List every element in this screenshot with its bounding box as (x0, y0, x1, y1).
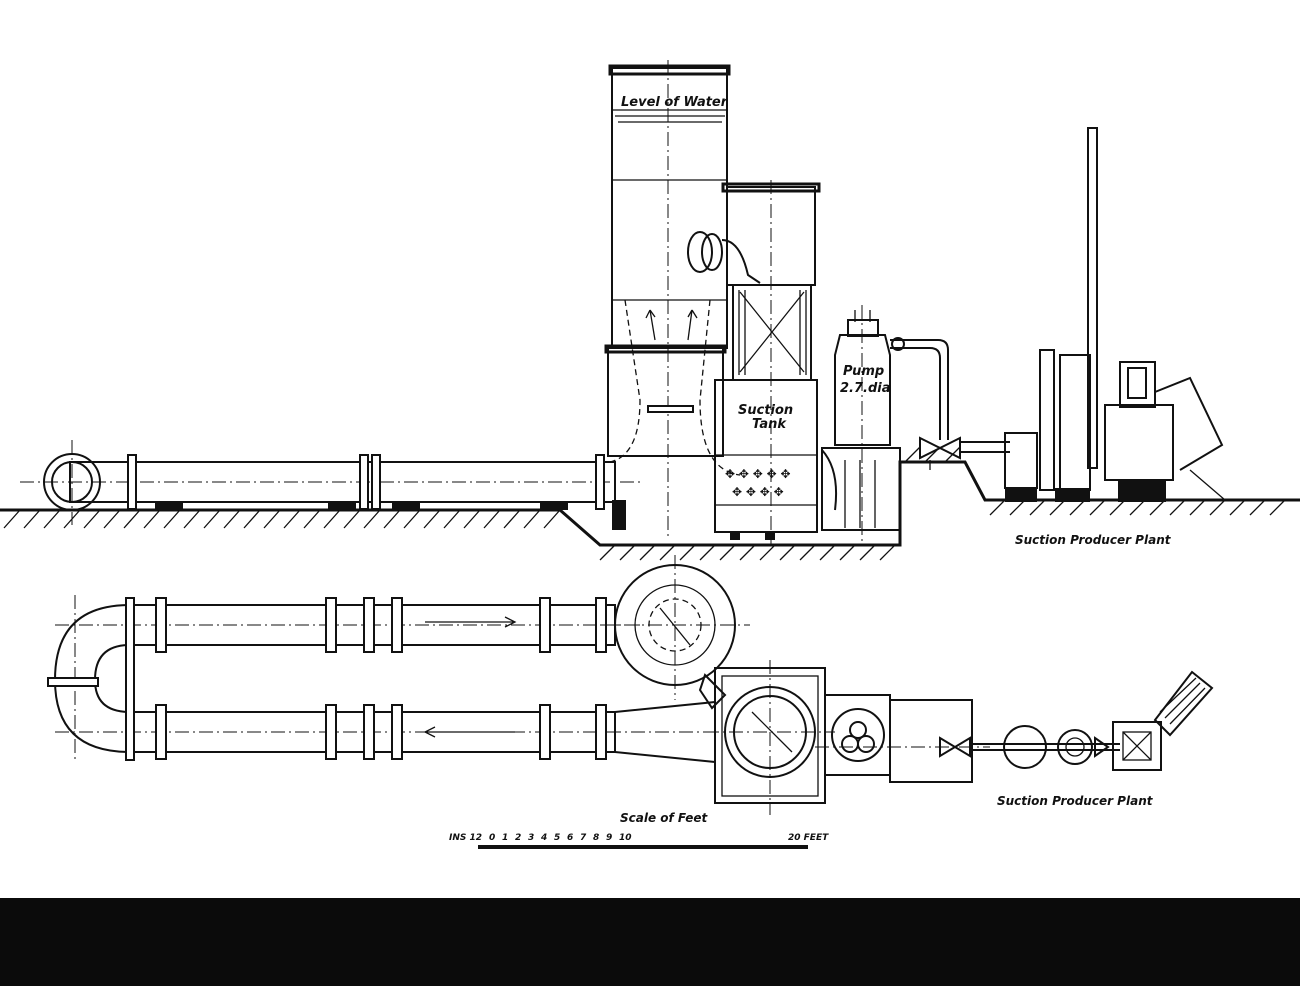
strainer-holes: ✥ ✥ ✥ ✥ ✥ ✥ ✥ ✥ ✥ (725, 467, 791, 499)
gas-pipe (890, 337, 1010, 470)
footer-band (0, 898, 1300, 986)
svg-text:✥ ✥ ✥ ✥: ✥ ✥ ✥ ✥ (732, 485, 784, 499)
tower-foundation (612, 500, 626, 530)
suction-tank-label-line1: Suction (738, 403, 793, 418)
scale-tick-label: 5 (554, 833, 560, 843)
plan-upper-pipe (55, 597, 640, 653)
engineering-drawing: Level of Water Suction T (0, 60, 1300, 849)
pump: Pump 2.7.dia (821, 305, 901, 545)
suction-tank: Suction Tank ✥ ✥ ✥ ✥ ✥ ✥ ✥ ✥ ✥ (714, 379, 818, 540)
producer-plant-elevation-label: Suction Producer Plant (1015, 533, 1172, 547)
scale-tick-label: 10 (619, 833, 632, 843)
producer-plant-elevation (1004, 127, 1226, 502)
scale-ins-label: INS 12 (449, 833, 482, 843)
level-of-water-label: Level of Water (621, 95, 729, 110)
plan-tower (600, 555, 750, 710)
svg-text:✥ ✥ ✥ ✥ ✥: ✥ ✥ ✥ ✥ ✥ (725, 467, 791, 481)
plan-suction-tank (705, 660, 835, 815)
scale-line (478, 845, 808, 849)
suction-tank-label-line2: Tank (752, 417, 787, 432)
scale-end-label: 20 FEET (788, 833, 829, 843)
discharge-pipe (20, 440, 640, 525)
scale-tick-label: 2 (515, 833, 521, 843)
scale-tick-label: 9 (606, 833, 612, 843)
plan-view: Suction Producer Plant (47, 555, 1214, 815)
plan-producer-plant (939, 670, 1214, 771)
tower-inlet-flange (687, 231, 761, 284)
scale-tick-label: 8 (593, 833, 599, 843)
producer-plant-plan-label: Suction Producer Plant (997, 794, 1154, 808)
pump-label-line2: 2.7.dia (840, 381, 891, 396)
scale-tick-label: 6 (567, 833, 573, 843)
scale-tick-label: 3 (528, 833, 534, 843)
elevation-view: Level of Water Suction T (0, 60, 1300, 561)
pump-label-line1: Pump (843, 364, 884, 379)
scale-title: Scale of Feet (620, 811, 708, 825)
scale-tick-label: 0 (489, 833, 495, 843)
water-tower: Level of Water (604, 60, 741, 540)
plan-pump (815, 694, 990, 783)
scale-tick-label: 7 (580, 833, 587, 843)
plan-lower-pipe (55, 700, 720, 764)
scale-tick-label: 1 (502, 833, 508, 843)
plan-return-bend (47, 595, 135, 761)
scale-tick-label: 4 (540, 833, 547, 843)
